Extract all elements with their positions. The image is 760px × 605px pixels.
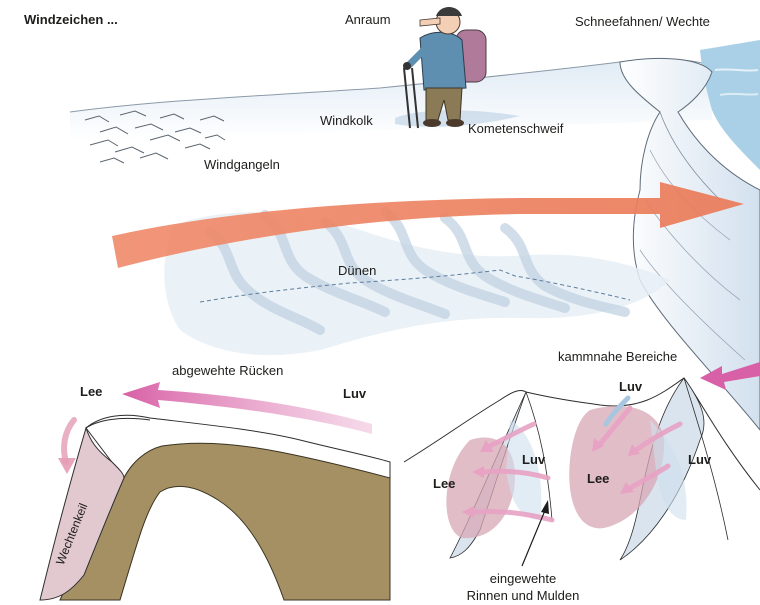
label-schneefahnen-wechte: Schneefahnen/ Wechte: [575, 15, 710, 28]
label-lee-mid: Lee: [587, 472, 609, 485]
ridge-cross-section: [40, 415, 390, 600]
label-luv-right: Luv: [688, 453, 711, 466]
label-windgangeln: Windgangeln: [204, 158, 280, 171]
label-lee-left: Lee: [80, 385, 102, 398]
snow-plateau: [70, 59, 712, 140]
label-kammnahe-bereiche: kammnahe Bereiche: [558, 350, 677, 363]
label-luv-left: Luv: [343, 387, 366, 400]
downdraft-arrow-icon: [58, 420, 76, 474]
label-abgewehte-ruecken: abgewehte Rücken: [172, 364, 283, 377]
label-eingewehte-line1: eingewehte: [468, 572, 578, 585]
label-luv-mid: Luv: [522, 453, 545, 466]
figure-title: Windzeichen ...: [24, 13, 118, 26]
label-kometenschweif: Kometenschweif: [468, 122, 563, 135]
label-duenen: Dünen: [338, 264, 376, 277]
label-eingewehte-line2: Rinnen und Mulden: [448, 589, 598, 602]
label-windkolk: Windkolk: [320, 114, 373, 127]
ridge-peaks: [404, 378, 760, 580]
label-anraum: Anraum: [345, 13, 391, 26]
label-luv-top: Luv: [619, 380, 642, 393]
label-lee-right: Lee: [433, 477, 455, 490]
